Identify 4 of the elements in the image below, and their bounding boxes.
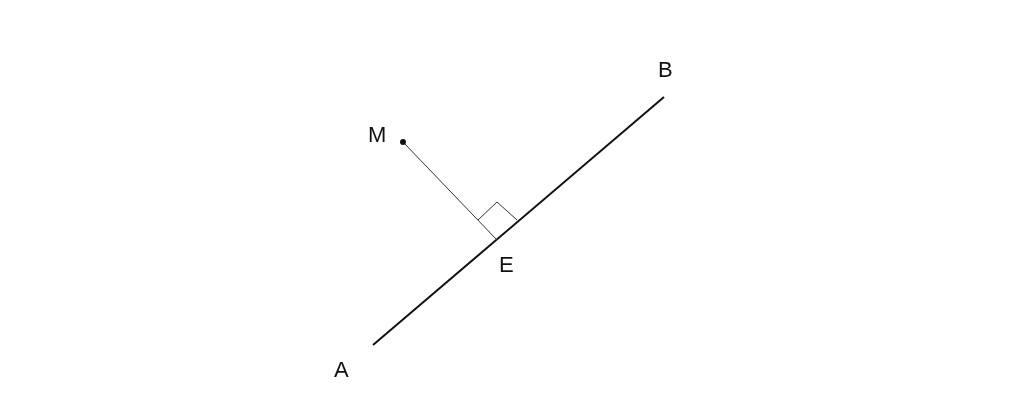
point-label: E [499,253,514,277]
point-label: M [368,123,387,147]
point-label: B [658,58,673,82]
point-label: A [334,358,349,382]
